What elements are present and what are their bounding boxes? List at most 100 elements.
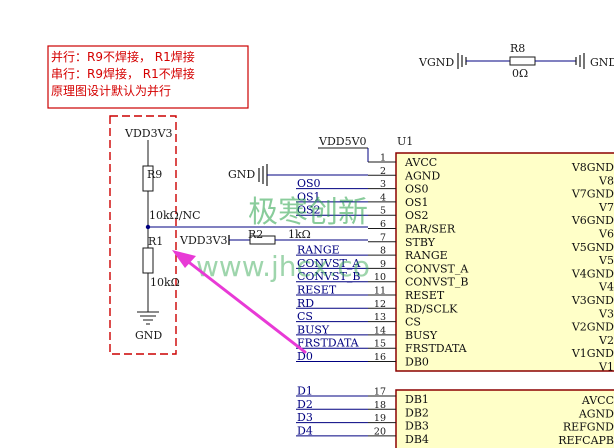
- net-label: D3: [297, 411, 313, 424]
- pin-number: 4: [380, 192, 386, 203]
- net-label: D2: [297, 398, 313, 411]
- pin-name: RESET: [405, 289, 445, 302]
- pin-number: 20: [374, 426, 386, 437]
- net-label: OS0: [297, 177, 321, 190]
- net-label: D4: [297, 424, 313, 437]
- net-label: D0: [297, 350, 313, 363]
- right-pin-name: AVCC: [581, 394, 614, 407]
- r8-body: [509, 56, 536, 66]
- chip-pin-row: RANGE 8 RANGE: [296, 244, 448, 262]
- pin-number: 9: [380, 259, 386, 270]
- net-label: RANGE: [297, 244, 340, 257]
- gnd-top-label: GND: [228, 168, 255, 181]
- right-pin-name: V7: [598, 201, 614, 214]
- right-pin-name: V1: [598, 361, 614, 374]
- note-box: [47, 45, 249, 109]
- pin-number: 6: [380, 219, 386, 230]
- pin-number: 10: [374, 272, 386, 283]
- stby-pullup: VDD3V3 R2 1kΩ: [179, 228, 368, 247]
- net-label: RD: [297, 297, 314, 310]
- pin-name: OS2: [405, 209, 429, 222]
- chip-pin-row: D0 16 DB0: [296, 350, 429, 369]
- chip-pin-row: OS0 3 OS0: [296, 177, 429, 196]
- right-pin-name: V5GND: [571, 241, 614, 254]
- r8-ref: R8: [510, 42, 525, 55]
- pin-name: CONVST_A: [405, 262, 469, 275]
- pin-name: CONVST_B: [405, 276, 468, 289]
- pin-number: 19: [374, 413, 386, 424]
- pin-name: AVCC: [404, 156, 437, 169]
- pin-number: 15: [374, 339, 386, 350]
- pin-name: RANGE: [405, 249, 448, 262]
- gnd-bottom-label: GND: [135, 329, 162, 342]
- right-pin-name: V3GND: [571, 294, 614, 307]
- note-line-parallel: 并行：R9不焊接， R1焊接: [51, 49, 195, 64]
- r9-ref: R9: [147, 168, 162, 181]
- chip-right-pins: V8GNDV8V7GNDV7V6GNDV6V5GNDV5V4GNDV4V3GND…: [558, 161, 614, 447]
- pin-name: OS0: [405, 183, 429, 196]
- pin-number: 8: [380, 246, 386, 257]
- r8-value: 0Ω: [512, 67, 528, 80]
- pin-name: CS: [405, 316, 421, 329]
- right-pin-name: V8: [598, 174, 614, 187]
- chip-pin-row: CONVST_A 9 CONVST_A: [296, 257, 469, 275]
- net-label: OS1: [297, 190, 321, 203]
- pin-number: 1: [380, 153, 386, 164]
- right-pin-name: V5: [598, 254, 614, 267]
- net-label: FRSTDATA: [297, 337, 360, 350]
- net-label: CS: [297, 310, 313, 323]
- net-label: CONVST_A: [297, 257, 361, 270]
- arrow-shaft: [184, 258, 307, 354]
- vgnd-label: VGND: [418, 56, 454, 69]
- right-pin-name: V7GND: [571, 188, 614, 201]
- gnd-right-label: GND: [590, 56, 614, 69]
- arrow-head: [172, 250, 196, 268]
- right-pin-name: V3: [598, 307, 614, 320]
- chip-pin-row: 1 AVCC: [368, 153, 437, 169]
- pin-name: OS1: [405, 196, 429, 209]
- pin-number: 13: [374, 312, 386, 323]
- pin-number: 16: [374, 352, 386, 363]
- chip-ref: U1: [397, 135, 413, 148]
- r1-ref: R1: [148, 235, 163, 248]
- r9-value: 10kΩ/NC: [149, 209, 201, 222]
- note-line-default: 原理图设计默认为并行: [51, 83, 171, 98]
- net-label: CONVST_B: [297, 270, 360, 283]
- pin-name: DB0: [405, 356, 429, 369]
- configuration-note: 并行：R9不焊接， R1焊接 串行：R9焊接， R1不焊接 原理图设计默认为并行: [47, 45, 249, 109]
- right-pin-name: AGND: [578, 407, 614, 420]
- pin-number: 17: [374, 387, 386, 398]
- r1-body: [142, 247, 154, 274]
- right-pin-name: V2GND: [571, 321, 614, 334]
- annotation-arrow: [172, 250, 307, 354]
- pin-name: AGND: [404, 169, 440, 182]
- chip-pin-row: OS1 4 OS1: [296, 190, 429, 209]
- pin-number: 3: [380, 179, 386, 190]
- pin-number: 18: [374, 400, 386, 411]
- net-label: D1: [297, 385, 313, 398]
- right-pin-name: REFGND: [563, 421, 614, 434]
- net-label: RESET: [297, 284, 337, 297]
- right-pin-name: V6: [598, 228, 614, 241]
- right-pin-name: V1GND: [571, 347, 614, 360]
- chip-pin-row: CS 13 CS: [296, 310, 421, 329]
- pin-name: PAR/SER: [405, 223, 456, 236]
- config-resistor-network: [137, 140, 159, 325]
- pin-number: 14: [374, 325, 386, 336]
- right-pin-name: V6GND: [571, 214, 614, 227]
- vgnd-link: VGND R8 0Ω GND: [418, 42, 614, 80]
- supply-net-label: VDD5V0: [318, 135, 367, 148]
- pin-name: BUSY: [405, 329, 438, 342]
- right-pin-name: V4: [598, 281, 614, 294]
- r2-ref: R2: [248, 228, 263, 241]
